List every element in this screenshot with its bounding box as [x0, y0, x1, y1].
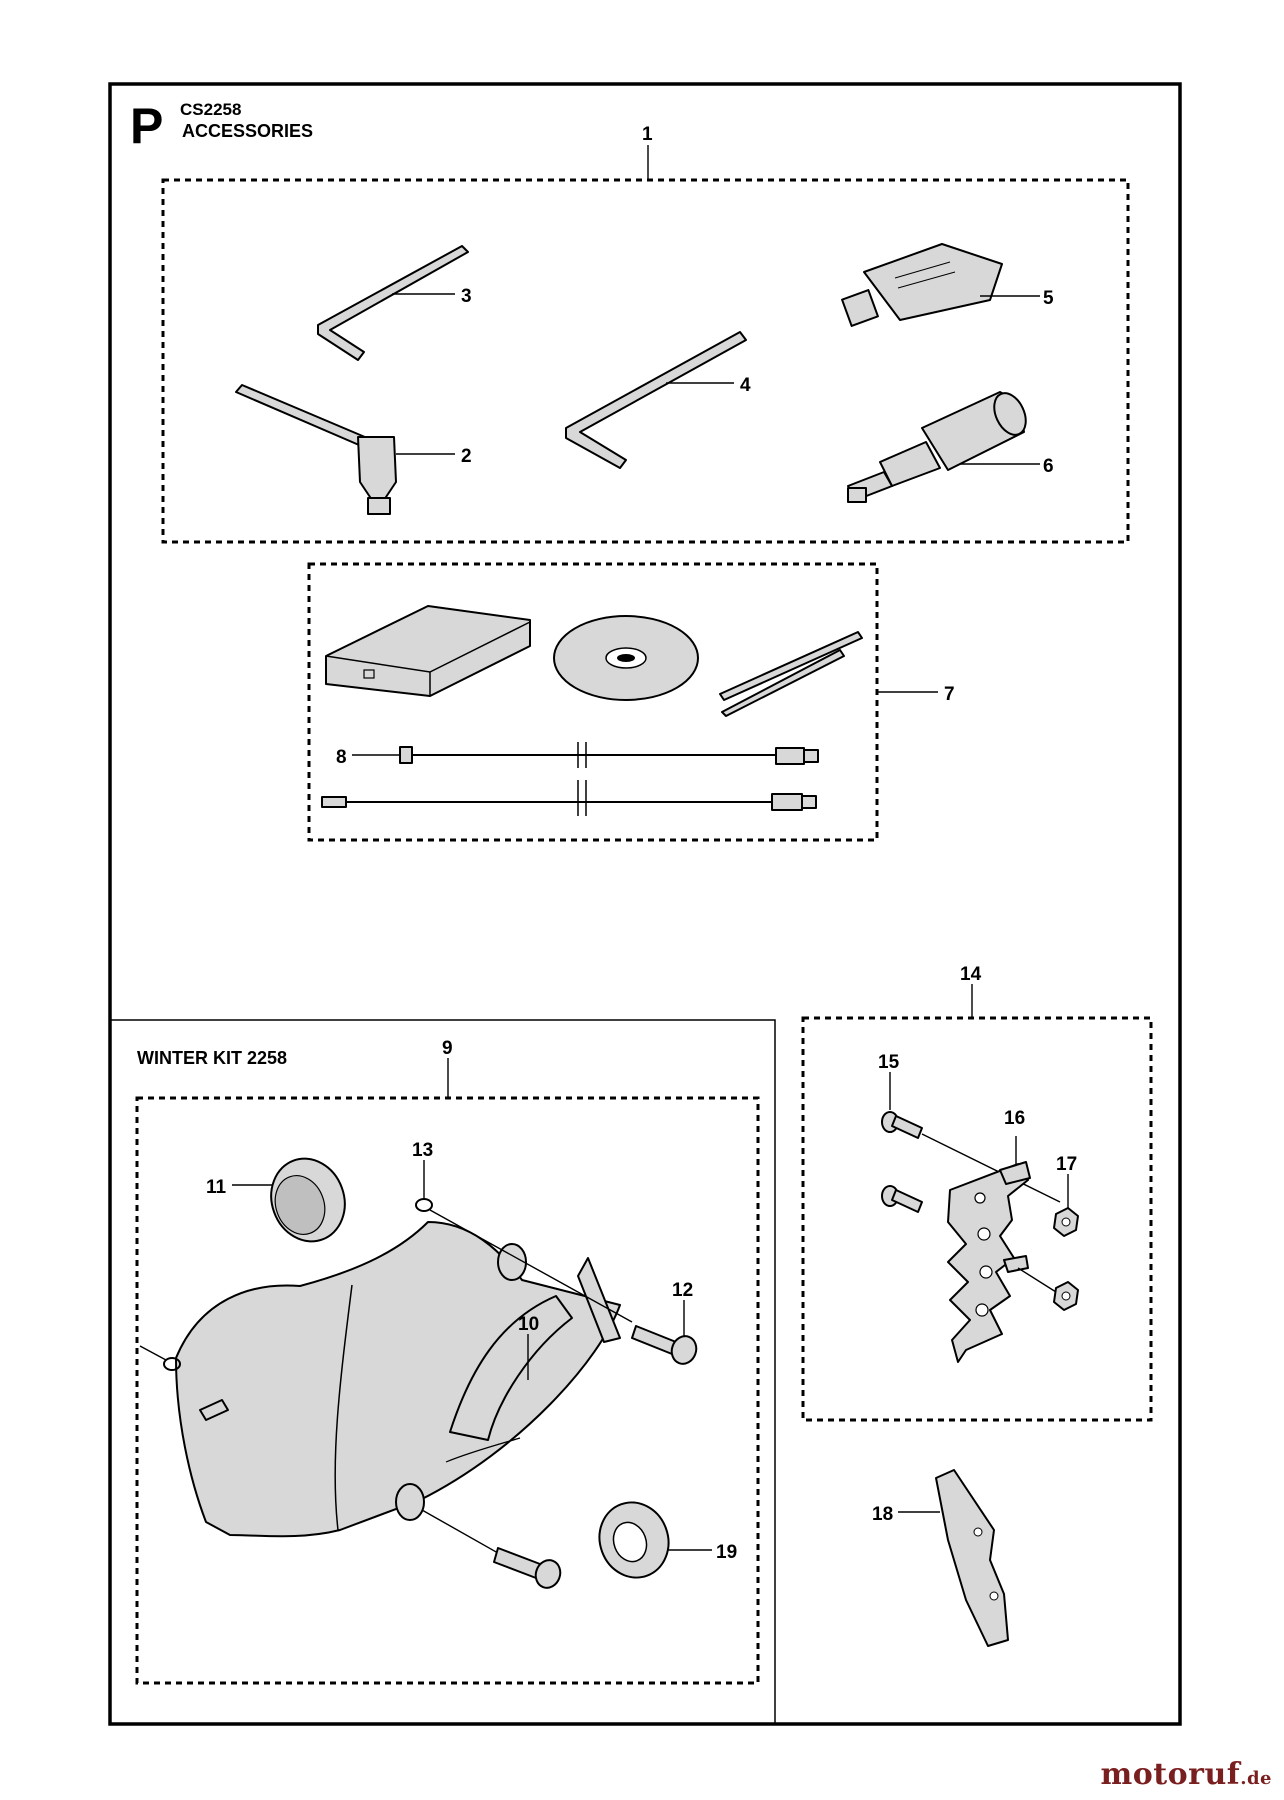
- software-cd: [553, 615, 699, 701]
- callout-5: 5: [1043, 288, 1054, 309]
- chain-catcher: [947, 1161, 1031, 1363]
- outer-frame: [108, 82, 1182, 1726]
- winter-kit-title: WINTER KIT 2258: [137, 1048, 287, 1068]
- callout-7: 7: [944, 684, 955, 705]
- callout-3: 3: [461, 286, 472, 307]
- grommet-19: [598, 1501, 670, 1579]
- winter-cover-plate: [175, 1221, 621, 1538]
- kit-14-box: [801, 1016, 1153, 1422]
- callout-19: 19: [716, 1542, 737, 1563]
- diagnostic-cable-1: [399, 742, 819, 768]
- header-section: ACCESSORIES: [182, 121, 313, 141]
- diagnostic-cable-2: [321, 780, 817, 816]
- slot-shutter: [449, 1257, 621, 1441]
- callout-18: 18: [872, 1504, 893, 1525]
- combination-spanner: [235, 384, 397, 515]
- screw-lower: [493, 1547, 562, 1589]
- callout-17: 17: [1056, 1154, 1077, 1175]
- o-ring-left: [163, 1357, 181, 1371]
- screw-15: [881, 1111, 923, 1139]
- kit-7-box: [307, 562, 879, 842]
- rubber-plug-11: [270, 1157, 346, 1243]
- screw-15b: [881, 1185, 923, 1213]
- piston-stop-tool: [847, 391, 1027, 503]
- kit-1-box: [161, 178, 1130, 544]
- callout-15: 15: [878, 1052, 900, 1073]
- callout-16: 16: [1004, 1108, 1025, 1129]
- bushing-lower: [395, 1483, 425, 1521]
- header-model: CS2258: [180, 100, 241, 119]
- o-ring-13: [415, 1198, 433, 1212]
- header-letter: P: [130, 98, 163, 154]
- callout-2: 2: [461, 446, 472, 467]
- grease-tube: [841, 243, 1003, 327]
- callout-9: 9: [442, 1038, 453, 1059]
- callout-10: 10: [518, 1314, 539, 1335]
- tweezers: [719, 631, 863, 717]
- diagnostic-interface-box: [325, 605, 531, 697]
- callout-11: 11: [206, 1177, 227, 1198]
- screw-12: [631, 1325, 698, 1365]
- callout-4: 4: [740, 375, 751, 396]
- nut-17: [1053, 1207, 1079, 1237]
- callout-1: 1: [642, 124, 653, 145]
- watermark-brand: motoruf: [1100, 1757, 1241, 1792]
- watermark: motoruf.de: [1101, 1757, 1272, 1792]
- callout-6: 6: [1043, 456, 1054, 477]
- callout-14: 14: [960, 964, 982, 985]
- callout-12: 12: [672, 1280, 693, 1301]
- callout-8: 8: [336, 747, 347, 768]
- nut-17b: [1053, 1281, 1079, 1311]
- chain-catcher-spare: [935, 1469, 1009, 1647]
- hex-key-large: [565, 331, 747, 469]
- bushing-upper: [497, 1243, 527, 1281]
- winter-kit-divider: [110, 1019, 776, 1724]
- hex-key-small: [317, 245, 469, 361]
- callout-13: 13: [412, 1140, 433, 1161]
- watermark-tld: .de: [1240, 1768, 1272, 1789]
